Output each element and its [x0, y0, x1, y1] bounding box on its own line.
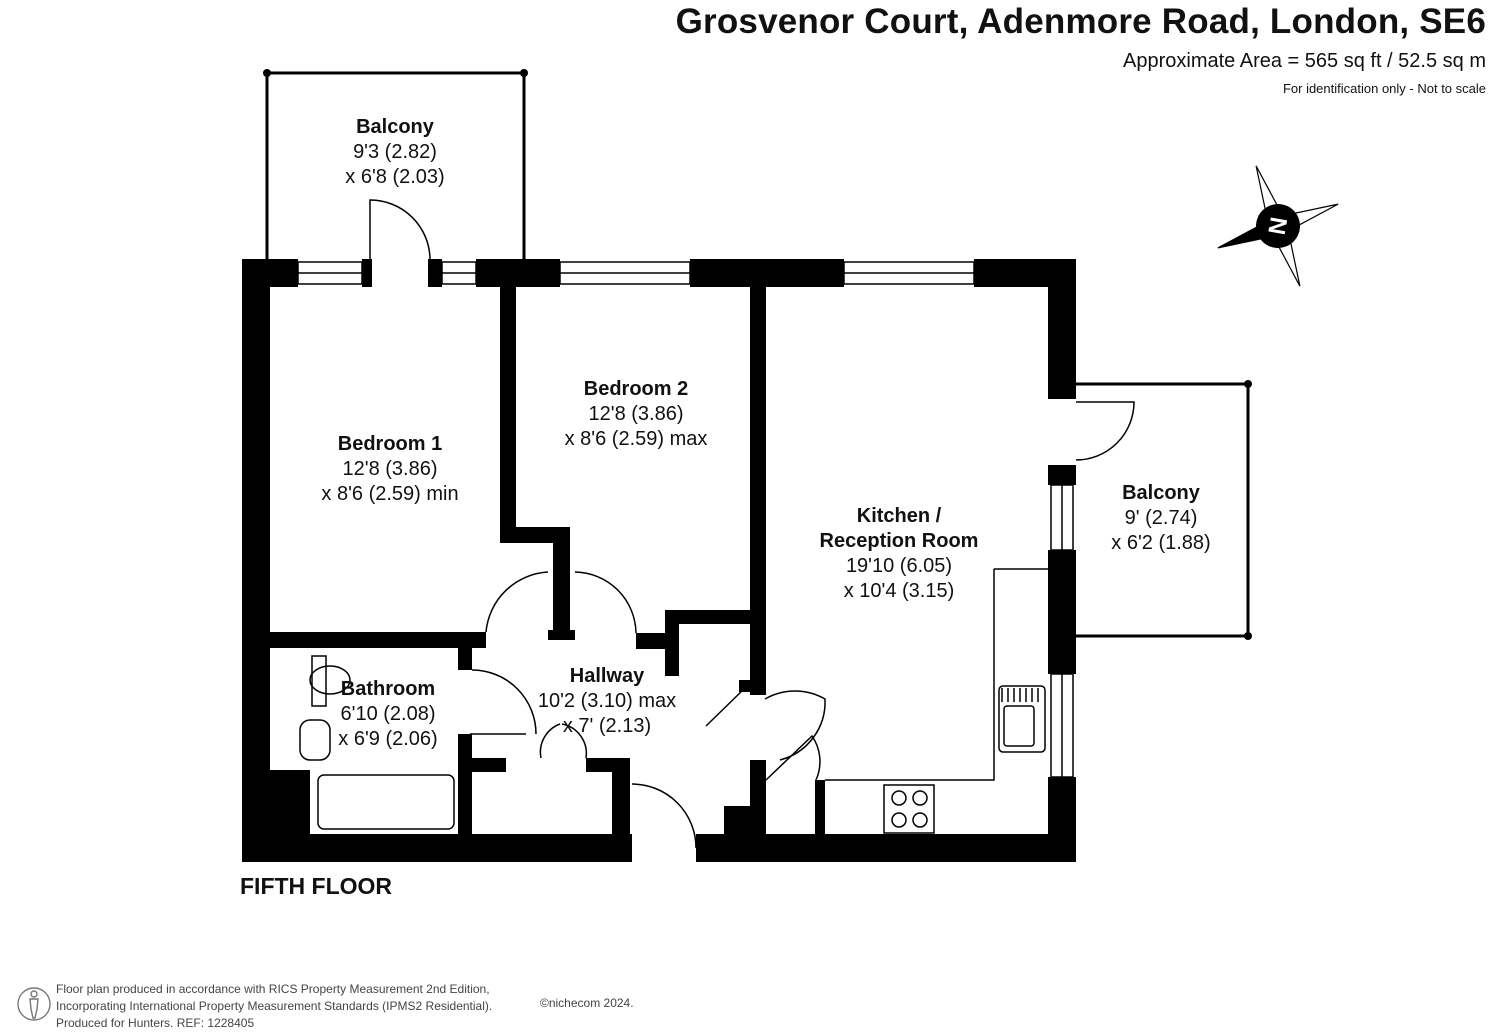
- room-dim: x 10'4 (3.15): [844, 580, 955, 602]
- fixtures: [299, 568, 1048, 834]
- room-balcony-north: Balcony 9'3 (2.82) x 6'8 (2.03): [345, 116, 444, 188]
- room-name: Balcony: [356, 116, 435, 138]
- room-dim: x 6'2 (1.88): [1111, 532, 1210, 554]
- room-dim: 6'10 (2.08): [341, 703, 436, 725]
- balcony-posts: [263, 69, 1252, 640]
- windows: [297, 261, 1074, 778]
- room-hallway: Hallway 10'2 (3.10) max x 7' (2.13): [538, 665, 676, 737]
- room-bathroom: Bathroom 6'10 (2.08) x 6'9 (2.06): [338, 678, 437, 750]
- room-dim: 10'2 (3.10) max: [538, 690, 676, 712]
- compass-icon: N: [1217, 165, 1339, 287]
- room-dim: 9'3 (2.82): [353, 141, 437, 163]
- footer-line: Incorporating International Property Mea…: [56, 999, 493, 1013]
- footer-line: Produced for Hunters. REF: 1228405: [56, 1016, 255, 1030]
- room-dim: 12'8 (3.86): [343, 458, 438, 480]
- floor-label: FIFTH FLOOR: [240, 873, 393, 899]
- room-labels: Balcony 9'3 (2.82) x 6'8 (2.03) Bedroom …: [321, 116, 1210, 750]
- compass-letter: N: [1264, 215, 1294, 237]
- room-name: Bedroom 2: [584, 378, 688, 400]
- room-dim: x 6'9 (2.06): [338, 728, 437, 750]
- room-bedroom-2: Bedroom 2 12'8 (3.86) x 8'6 (2.59) max: [565, 378, 708, 450]
- person-icon: [17, 987, 51, 1021]
- disclaimer-note: For identification only - Not to scale: [1282, 81, 1486, 96]
- footer-notes: Floor plan produced in accordance with R…: [56, 981, 492, 1032]
- footer-credit: ©nichecom 2024.: [540, 996, 634, 1010]
- page-title: Grosvenor Court, Adenmore Road, London, …: [675, 2, 1486, 41]
- room-name: Hallway: [570, 665, 645, 687]
- doors: [369, 199, 1135, 849]
- room-dim: x 8'6 (2.59) max: [565, 428, 708, 450]
- room-bedroom-1: Bedroom 1 12'8 (3.86) x 8'6 (2.59) min: [321, 433, 458, 505]
- room-name: Kitchen /: [857, 505, 942, 527]
- room-dim: x 6'8 (2.03): [345, 166, 444, 188]
- room-dim: 12'8 (3.86): [589, 403, 684, 425]
- room-dim: 19'10 (6.05): [846, 555, 952, 577]
- room-balcony-east: Balcony 9' (2.74) x 6'2 (1.88): [1111, 482, 1210, 554]
- balcony-outlines: [265, 71, 1250, 638]
- room-name: Bedroom 1: [338, 433, 442, 455]
- room-kitchen-reception: Kitchen / Reception Room 19'10 (6.05) x …: [820, 505, 979, 602]
- room-name: Bathroom: [341, 678, 435, 700]
- footer-line: Floor plan produced in accordance with R…: [56, 982, 490, 996]
- walls: [242, 259, 1076, 862]
- room-name: Reception Room: [820, 530, 979, 552]
- room-dim: 9' (2.74): [1125, 507, 1198, 529]
- approximate-area: Approximate Area = 565 sq ft / 52.5 sq m: [1123, 50, 1486, 72]
- room-dim: x 7' (2.13): [563, 715, 651, 737]
- room-name: Balcony: [1122, 482, 1201, 504]
- room-dim: x 8'6 (2.59) min: [321, 483, 458, 505]
